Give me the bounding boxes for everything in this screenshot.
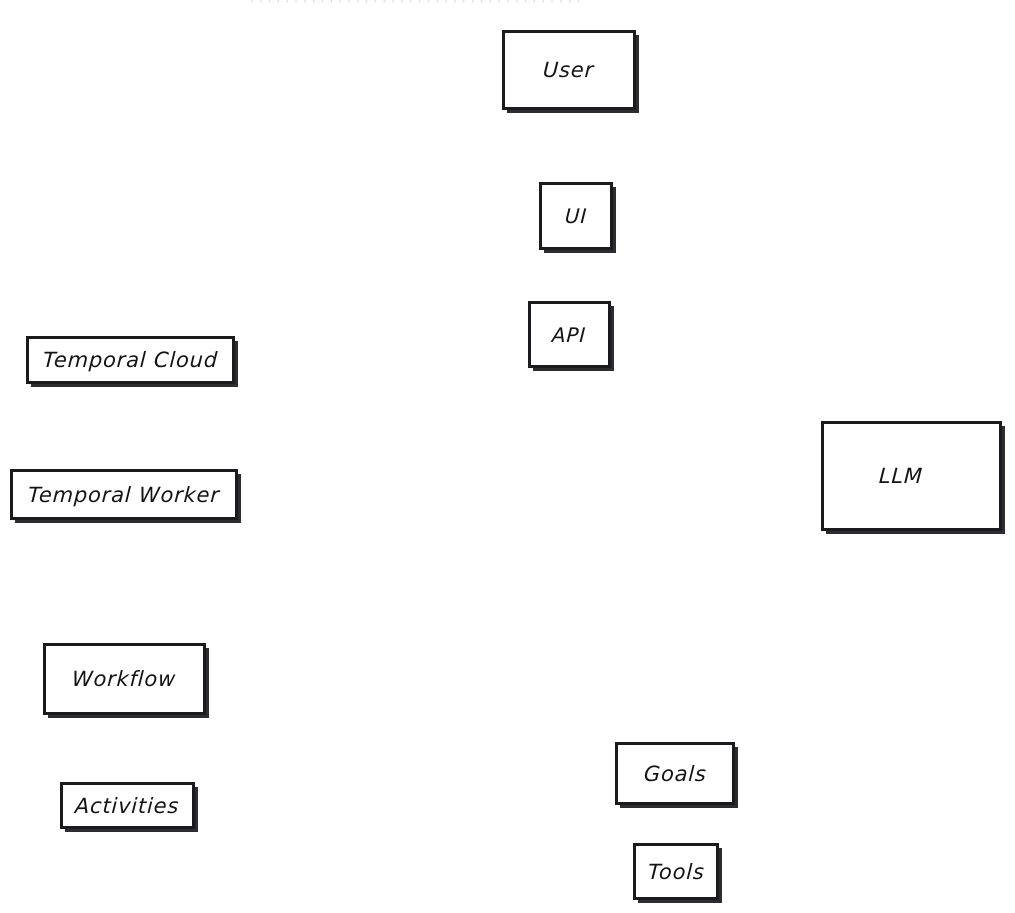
node-workflow[interactable]: Workflow — [43, 643, 206, 715]
node-temporal-worker[interactable]: Temporal Worker — [10, 469, 238, 520]
node-user-label: User — [542, 58, 596, 82]
top-clipped-text: . . . . . . . . . . . . . . . . . . . . … — [250, 0, 581, 5]
node-activities-label: Activities — [74, 793, 181, 818]
node-api-label: API — [551, 322, 588, 347]
node-temporal-worker-label: Temporal Worker — [27, 482, 221, 507]
node-llm[interactable]: LLM — [821, 421, 1002, 531]
node-activities[interactable]: Activities — [60, 782, 195, 829]
node-llm-label: LLM — [877, 464, 924, 488]
node-goals[interactable]: Goals — [615, 742, 735, 805]
node-workflow-label: Workflow — [71, 667, 178, 691]
node-ui[interactable]: UI — [539, 182, 613, 250]
node-user[interactable]: User — [502, 30, 636, 110]
node-temporal-cloud[interactable]: Temporal Cloud — [26, 336, 235, 384]
top-clipped-text-strip: . . . . . . . . . . . . . . . . . . . . … — [0, 0, 1015, 6]
node-goals-label: Goals — [642, 761, 708, 786]
node-temporal-cloud-label: Temporal Cloud — [42, 348, 219, 372]
node-tools-label: Tools — [647, 859, 705, 884]
node-api[interactable]: API — [528, 301, 611, 368]
node-ui-label: UI — [564, 204, 588, 228]
node-tools[interactable]: Tools — [633, 843, 719, 900]
